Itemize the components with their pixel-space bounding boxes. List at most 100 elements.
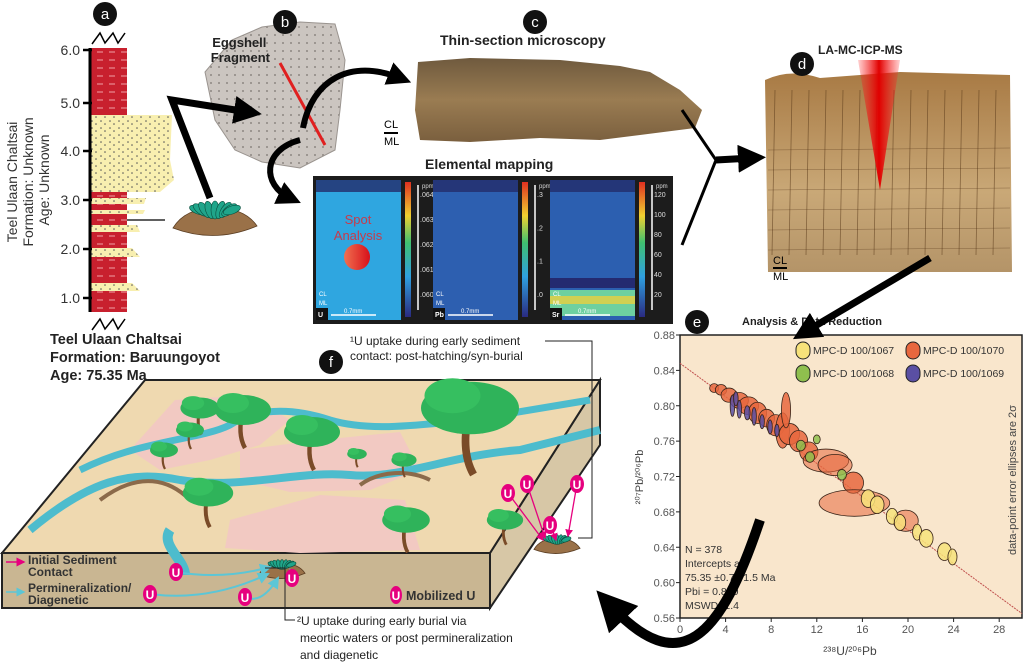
data-ellipse — [744, 405, 751, 421]
legend-permineralization: Permineralization/ Diagenetic — [28, 581, 135, 607]
scale-tick-label: .2 — [537, 225, 543, 232]
thin-section-cl-label: CL — [384, 119, 398, 131]
scale-tick-label: .1 — [537, 259, 543, 266]
scale-tick-label: 60 — [654, 252, 662, 259]
panel-f-legend: Initial Sediment Contact Permineralizati… — [6, 553, 475, 607]
x-tick-label: 0 — [677, 624, 683, 636]
svg-text:CL: CL — [319, 292, 327, 298]
y-tick-label: 0.56 — [654, 613, 675, 625]
thin-section-image — [415, 58, 702, 142]
tree — [182, 477, 234, 529]
svg-text:U: U — [573, 478, 582, 492]
panel-label-f: f — [319, 350, 343, 374]
legend-swatch — [795, 341, 811, 360]
legend-mobilized-u: Mobilized U — [406, 589, 475, 603]
tree — [215, 393, 271, 450]
eggshell-title: Eggshell Fragment — [211, 35, 271, 65]
tree — [391, 452, 417, 478]
column-ticks: 6.05.04.03.02.01.0 — [61, 42, 92, 306]
element-label: Pb — [435, 312, 444, 319]
formation-label: Teel Ulaan Chaltsai Formation: Baruungoy… — [50, 332, 224, 384]
uranium-badge-icon: U — [169, 563, 183, 581]
arrow-merge-to-laser-head — [715, 144, 766, 173]
column-tick-label: 3.0 — [61, 192, 81, 208]
scale-unit: ppm — [656, 184, 668, 190]
scale-tick-label: .061 — [420, 267, 434, 274]
data-ellipse — [812, 434, 821, 445]
sand-bar — [358, 471, 431, 487]
nest-illustration — [172, 200, 258, 236]
svg-text:U: U — [546, 519, 555, 533]
scale-tick-label: .3 — [537, 192, 543, 199]
scale-tick-label: .0 — [537, 292, 543, 299]
chart-stats: Intercepts at — [685, 558, 743, 570]
elemental-mapping-title: Elemental mapping — [425, 156, 553, 172]
color-scale-bar — [405, 182, 411, 317]
column-tick-label: 5.0 — [61, 95, 81, 111]
y-axis-label: ²⁰⁷Pb/²⁰⁶Pb — [634, 450, 646, 505]
svg-text:CL: CL — [436, 292, 444, 298]
arrow-laser-to-chart — [792, 254, 932, 340]
chart-stats: 75.35 ±0.74/1.5 Ma — [685, 572, 776, 584]
element-label: Sr — [552, 312, 560, 319]
color-scale-bar — [639, 182, 645, 317]
data-ellipse — [869, 495, 885, 515]
arrow-eggshell-to-mapping — [267, 137, 301, 204]
svg-text:U: U — [172, 566, 181, 580]
scale-tick-label: 100 — [654, 212, 666, 219]
data-ellipse — [759, 414, 765, 430]
break-symbol-bottom — [91, 317, 126, 331]
laser-cl-label: CL — [773, 255, 787, 267]
uranium-badge-icon: U — [501, 484, 515, 502]
svg-text:d: d — [798, 56, 806, 73]
legend-swatch — [905, 364, 921, 383]
uranium-badge-icon: U — [285, 569, 299, 587]
svg-text:a: a — [101, 6, 110, 23]
tree — [176, 421, 204, 450]
trees — [150, 378, 524, 554]
scale-bar-label: 0.7mm — [578, 309, 596, 315]
uranium-badge-icon: U — [143, 585, 157, 603]
x-tick-label: 20 — [902, 624, 914, 636]
leader-line — [545, 340, 593, 539]
tree — [347, 448, 367, 468]
tree — [180, 396, 220, 436]
eggshell-fragment-image — [204, 21, 346, 169]
x-axis-label: ²³⁸U/²⁰⁶Pb — [823, 644, 877, 658]
data-ellipse — [817, 453, 853, 477]
column-tick-label: 1.0 — [61, 290, 81, 306]
uranium-badge-icon: U — [543, 516, 557, 534]
leader-line — [265, 567, 295, 621]
data-ellipse — [893, 514, 907, 531]
svg-text:U: U — [504, 487, 513, 501]
nest-mound — [172, 207, 258, 236]
svg-text:ML: ML — [436, 301, 445, 307]
svg-text:c: c — [531, 14, 539, 31]
x-tick-label: 12 — [811, 624, 823, 636]
tree — [421, 378, 519, 477]
y-tick-label: 0.84 — [654, 365, 675, 377]
arrow-eggshell-to-thin-section — [300, 62, 412, 129]
legend-item: MPC-D 100/1069 — [905, 364, 1004, 383]
tree — [486, 508, 524, 546]
panel-label-d: d — [790, 52, 814, 76]
column-side-label: Teel Ulaan Chaltsai Formation: Unknown A… — [4, 113, 52, 246]
scale-tick-label: 80 — [654, 232, 662, 239]
svg-text:Spot: Spot — [345, 212, 372, 227]
x-tick-label: 16 — [856, 624, 868, 636]
panel-label-c: c — [523, 10, 547, 34]
chart-stats: N = 378 — [685, 544, 722, 556]
uranium-badge-icon: U — [238, 588, 252, 606]
data-ellipse — [947, 548, 958, 566]
column-tick-label: 4.0 — [61, 143, 81, 159]
legend-label: MPC-D 100/1069 — [923, 368, 1004, 380]
cut-line — [278, 62, 327, 146]
floodplain-area — [225, 495, 420, 553]
data-ellipse — [805, 451, 815, 463]
tree — [382, 505, 430, 554]
data-ellipse — [767, 419, 773, 435]
data-ellipse — [736, 400, 742, 419]
